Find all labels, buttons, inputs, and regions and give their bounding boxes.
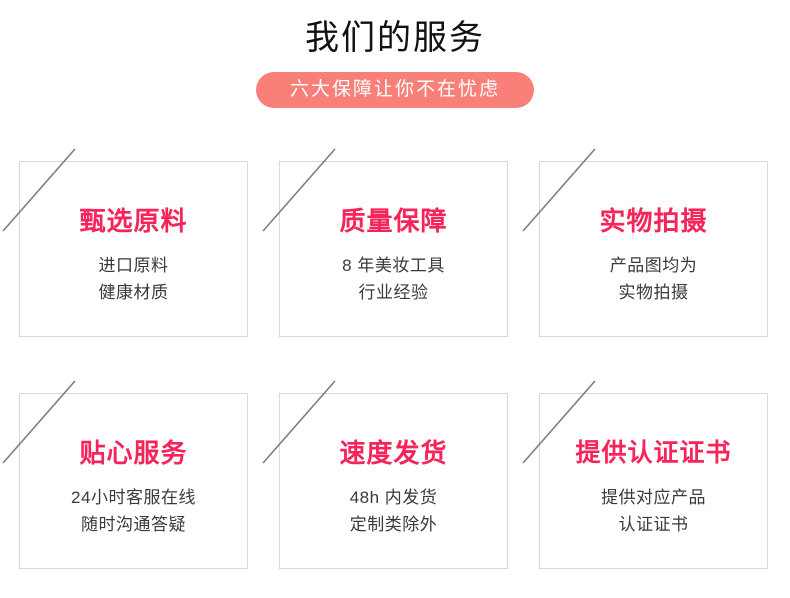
card-subtitle: 48h 内发货 定制类除外 bbox=[350, 484, 438, 538]
card-subtitle: 8 年美妆工具 行业经验 bbox=[342, 252, 445, 306]
service-card-certification[interactable]: 提供认证证书 提供对应产品 认证证书 bbox=[522, 380, 768, 569]
diagonal-slash-icon bbox=[2, 148, 76, 232]
diagonal-slash-icon bbox=[262, 148, 336, 232]
diagonal-slash-icon bbox=[262, 380, 336, 464]
service-card-quality-assurance[interactable]: 质量保障 8 年美妆工具 行业经验 bbox=[262, 148, 508, 337]
page-header: 我们的服务 六大保障让你不在忧虑 bbox=[0, 0, 790, 108]
card-subtitle: 24小时客服在线 随时沟通答疑 bbox=[71, 484, 196, 538]
card-subtitle-line: 48h 内发货 bbox=[349, 488, 438, 507]
card-subtitle-line: 行业经验 bbox=[358, 283, 429, 302]
card-subtitle-line: 认证证书 bbox=[618, 515, 689, 534]
card-title: 提供认证证书 bbox=[575, 439, 732, 467]
card-title: 速度发货 bbox=[339, 438, 448, 468]
card-subtitle-line: 提供对应产品 bbox=[601, 488, 706, 507]
card-title: 实物拍摄 bbox=[599, 206, 708, 236]
diagonal-slash-icon bbox=[522, 148, 596, 232]
card-subtitle-line: 进口原料 bbox=[98, 256, 169, 275]
card-subtitle: 提供对应产品 认证证书 bbox=[601, 484, 706, 538]
card-title: 甄选原料 bbox=[79, 206, 188, 236]
guarantee-badge: 六大保障让你不在忧虑 bbox=[255, 72, 534, 108]
card-subtitle-line: 24小时客服在线 bbox=[71, 488, 196, 507]
card-subtitle-line: 8 年美妆工具 bbox=[342, 256, 445, 275]
service-card-real-product-photos[interactable]: 实物拍摄 产品图均为 实物拍摄 bbox=[522, 148, 768, 337]
badge-row: 六大保障让你不在忧虑 bbox=[0, 72, 790, 108]
service-card-fast-shipping[interactable]: 速度发货 48h 内发货 定制类除外 bbox=[262, 380, 508, 569]
card-subtitle-line: 随时沟通答疑 bbox=[80, 515, 186, 534]
page-title: 我们的服务 bbox=[305, 19, 485, 57]
card-subtitle-line: 健康材质 bbox=[98, 283, 169, 302]
card-title: 质量保障 bbox=[339, 206, 448, 236]
service-card-grid: 甄选原料 进口原料 健康材质 质量保障 8 年美妆工具 行业经验 实物拍摄 产品… bbox=[2, 148, 771, 569]
diagonal-slash-icon bbox=[2, 380, 76, 464]
card-subtitle: 进口原料 健康材质 bbox=[99, 252, 169, 306]
service-card-premium-materials[interactable]: 甄选原料 进口原料 健康材质 bbox=[2, 148, 248, 337]
card-title: 贴心服务 bbox=[79, 438, 188, 468]
card-subtitle: 产品图均为 实物拍摄 bbox=[610, 252, 698, 306]
card-subtitle-line: 实物拍摄 bbox=[618, 283, 689, 302]
card-subtitle-line: 产品图均为 bbox=[609, 256, 698, 275]
card-subtitle-line: 定制类除外 bbox=[349, 515, 438, 534]
service-card-attentive-service[interactable]: 贴心服务 24小时客服在线 随时沟通答疑 bbox=[2, 380, 248, 569]
